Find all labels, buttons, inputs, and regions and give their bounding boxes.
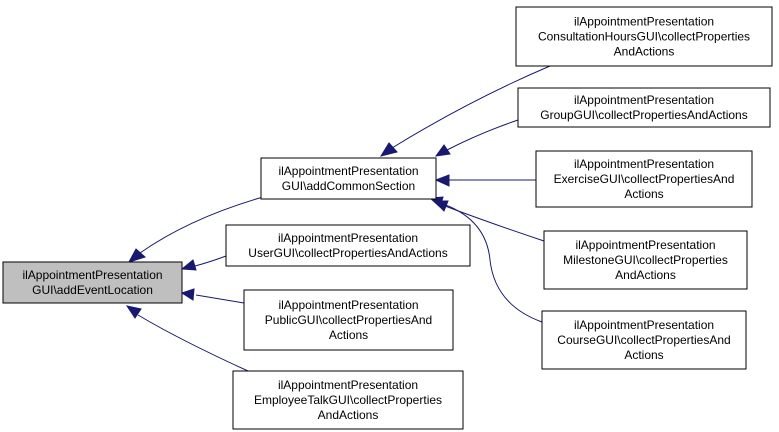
node-label-line: PublicGUI\collectPropertiesAnd <box>265 313 432 327</box>
edge-line <box>195 294 245 304</box>
node-employee[interactable]: ilAppointmentPresentationEmployeeTalkGUI… <box>232 370 464 430</box>
node-box <box>517 87 771 128</box>
node-box <box>535 150 753 208</box>
node-label-line: ConsultationHoursGUI\collectProperties <box>538 30 750 44</box>
edge-line <box>446 119 519 151</box>
node-box <box>232 370 464 430</box>
node-label-line: ilAppointmentPresentation <box>574 157 714 171</box>
node-milestone[interactable]: ilAppointmentPresentationMilestoneGUI\co… <box>543 230 748 290</box>
node-label-line: ilAppointmentPresentation <box>22 268 162 282</box>
nodes-layer: ilAppointmentPresentationGUI\addEventLoc… <box>2 6 773 430</box>
node-label-line: ilAppointmentPresentation <box>278 231 418 245</box>
node-label-line: ilAppointmentPresentation <box>278 164 418 178</box>
node-course[interactable]: ilAppointmentPresentationCourseGUI\colle… <box>541 310 747 370</box>
node-label-line: GUI\addEventLocation <box>32 283 153 297</box>
node-label-line: ilAppointmentPresentation <box>575 238 715 252</box>
arrowhead-icon <box>180 288 195 301</box>
edge-exercise-to-common <box>434 174 536 187</box>
node-label-line: Actions <box>624 187 663 201</box>
node-label-line: ExerciseGUI\collectPropertiesAnd <box>554 172 735 186</box>
node-user[interactable]: ilAppointmentPresentationUserGUI\collect… <box>225 224 471 267</box>
node-box <box>243 289 454 351</box>
node-exercise[interactable]: ilAppointmentPresentationExerciseGUI\col… <box>535 150 753 208</box>
node-box <box>225 224 471 267</box>
edge-consultation-to-common <box>379 65 551 157</box>
node-label-line: ilAppointmentPresentation <box>278 298 418 312</box>
node-box <box>543 230 748 290</box>
node-box <box>515 6 773 67</box>
edge-line <box>444 205 545 242</box>
edge-line <box>139 196 264 254</box>
edge-user-to-root <box>180 255 227 271</box>
node-label-line: AndActions <box>318 408 379 422</box>
arrowhead-icon <box>379 142 398 157</box>
arrowhead-icon <box>434 174 450 187</box>
node-label-line: GUI\addCommonSection <box>282 179 415 193</box>
edge-line <box>439 202 543 323</box>
node-label-line: ilAppointmentPresentation <box>278 378 418 392</box>
node-label-line: EmployeeTalkGUI\collectProperties <box>254 393 442 407</box>
arrowhead-icon <box>125 305 142 319</box>
node-box <box>260 157 437 200</box>
node-label-line: AndActions <box>614 45 675 59</box>
node-label-line: ilAppointmentPresentation <box>574 318 714 332</box>
edge-common-to-root <box>127 196 264 263</box>
node-label-line: ilAppointmentPresentation <box>574 93 714 107</box>
node-label-line: GroupGUI\collectPropertiesAndActions <box>540 108 747 122</box>
node-common[interactable]: ilAppointmentPresentationGUI\addCommonSe… <box>260 157 437 200</box>
edge-line <box>194 255 227 267</box>
node-root[interactable]: ilAppointmentPresentationGUI\addEventLoc… <box>2 261 183 304</box>
node-box <box>2 261 183 304</box>
arrowhead-icon <box>180 259 197 271</box>
node-label-line: CourseGUI\collectPropertiesAnd <box>557 333 730 347</box>
arrowhead-icon <box>434 144 451 157</box>
node-public[interactable]: ilAppointmentPresentationPublicGUI\colle… <box>243 289 454 351</box>
edges-layer <box>125 65 551 372</box>
edge-group-to-common <box>434 119 519 157</box>
node-label-line: ilAppointmentPresentation <box>574 15 714 29</box>
node-consultation[interactable]: ilAppointmentPresentationConsultationHou… <box>515 6 773 67</box>
node-label-line: Actions <box>624 348 663 362</box>
edge-line <box>137 314 249 372</box>
node-label-line: MilestoneGUI\collectProperties <box>563 253 728 267</box>
node-box <box>541 310 747 370</box>
node-label-line: Actions <box>329 328 368 342</box>
node-label-line: UserGUI\collectPropertiesAndActions <box>248 246 447 260</box>
edge-line <box>391 65 551 149</box>
node-group[interactable]: ilAppointmentPresentationGroupGUI\collec… <box>517 87 771 128</box>
edge-public-to-root <box>180 288 245 304</box>
arrowhead-icon <box>127 248 146 263</box>
edge-employee-to-root <box>125 305 249 372</box>
node-label-line: AndActions <box>615 268 676 282</box>
